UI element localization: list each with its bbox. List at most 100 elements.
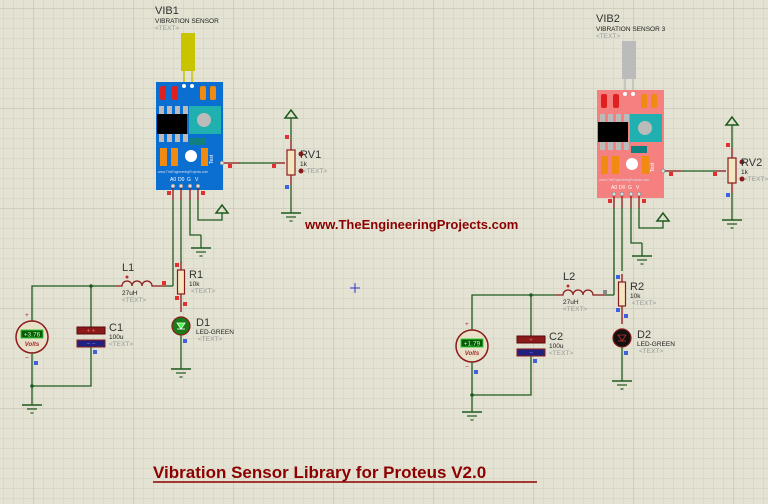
- pin-pad[interactable]: [195, 183, 201, 189]
- resistor-value: 10k: [630, 293, 641, 300]
- ground-icon: [22, 404, 42, 414]
- pin-marker: [726, 143, 730, 147]
- smd-component: [171, 148, 178, 166]
- capacitor-plate-positive[interactable]: [516, 335, 546, 344]
- pin-pad[interactable]: [619, 191, 625, 197]
- pot-handle-up[interactable]: [739, 159, 745, 165]
- ground-icon: [171, 368, 191, 378]
- pot-handle-up[interactable]: [298, 151, 304, 157]
- power-terminal-icon: [724, 115, 740, 126]
- inductor[interactable]: [556, 289, 606, 296]
- ic-pin: [616, 142, 621, 150]
- pin-marker: [616, 275, 620, 279]
- comparator-ic: [598, 122, 628, 142]
- indicator-led: [185, 150, 197, 162]
- cursor-crosshair-icon: [350, 283, 360, 293]
- pin-marker: [272, 164, 276, 168]
- comparator-ic: [157, 114, 187, 134]
- footer-title: Vibration Sensor Library for Proteus V2.…: [153, 463, 486, 482]
- smd-component: [612, 156, 619, 174]
- potentiometer[interactable]: [727, 157, 737, 184]
- voltmeter-minus: −: [465, 364, 469, 371]
- ic-pin: [175, 134, 180, 142]
- led-ref: D2: [637, 329, 651, 341]
- potentiometer[interactable]: [286, 149, 296, 176]
- out-pin[interactable]: [660, 168, 666, 174]
- capacitor-plus: + +: [87, 329, 96, 335]
- ic-pin: [183, 106, 188, 114]
- smd-cap: [631, 146, 647, 153]
- voltmeter-plus: +: [25, 312, 29, 319]
- ic-pin: [167, 134, 172, 142]
- led[interactable]: [612, 328, 632, 348]
- pot-handle-down[interactable]: [739, 176, 745, 182]
- pot-value: 1k: [741, 169, 749, 176]
- resistor[interactable]: [176, 269, 186, 295]
- voltmeter-reading: +3.76: [24, 332, 41, 339]
- resistor[interactable]: [617, 281, 627, 307]
- resistor-ref: R2: [630, 281, 644, 293]
- trimpot-knob: [197, 113, 211, 127]
- ic-pin: [183, 134, 188, 142]
- capacitor-value: 100u: [549, 343, 564, 350]
- pin-pad[interactable]: [628, 191, 634, 197]
- sensor-text: <TEXT>: [596, 33, 620, 40]
- ic-pin: [175, 106, 180, 114]
- sensor-name: VIBRATION SENSOR: [155, 18, 219, 25]
- pin-marker: [183, 339, 187, 343]
- capacitor-minus: − −: [87, 342, 96, 348]
- inductor-value: 27uH: [122, 290, 138, 297]
- pin-pad[interactable]: [170, 183, 176, 189]
- capacitor-text: <TEXT>: [109, 341, 133, 348]
- sensor-name: VIBRATION SENSOR 3: [596, 26, 666, 33]
- pin-pad[interactable]: [178, 183, 184, 189]
- resistor-smd: [200, 86, 206, 100]
- capacitor-minus: −: [529, 351, 533, 357]
- inductor-dot: [566, 284, 570, 288]
- resistor-smd: [210, 86, 216, 100]
- smd-component: [601, 156, 608, 174]
- board-text: www.TheEngineeringProjects.com: [158, 170, 208, 174]
- voltmeter-minus: −: [25, 355, 29, 362]
- pot-handle-down[interactable]: [298, 168, 304, 174]
- voltmeter-display: [460, 338, 484, 348]
- pin-marker: [201, 191, 205, 195]
- pin-marker: [285, 185, 289, 189]
- pin-marker: [603, 290, 607, 294]
- pin-pad[interactable]: [636, 191, 642, 197]
- pin-pad[interactable]: [187, 183, 193, 189]
- smd-component: [201, 148, 208, 166]
- resistor-text: <TEXT>: [191, 288, 215, 295]
- out-pin[interactable]: [219, 160, 225, 166]
- inductor-dot: [125, 275, 129, 279]
- sensor-pad: [631, 92, 635, 96]
- ic-pin: [167, 106, 172, 114]
- led-smd: [160, 86, 166, 100]
- smd-component: [160, 148, 167, 166]
- ic-pin: [608, 114, 613, 122]
- wire: [638, 208, 664, 229]
- diode-icon: [176, 322, 186, 330]
- capacitor-plate-positive[interactable]: [76, 326, 106, 335]
- capacitor-text: <TEXT>: [549, 350, 573, 357]
- pin-label-1: D0: [178, 177, 185, 183]
- smd-cap: [190, 138, 206, 145]
- pin-marker: [669, 172, 673, 176]
- pin-marker: [228, 164, 232, 168]
- sensor-pad: [190, 84, 194, 88]
- led-value: LED-GREEN: [196, 329, 234, 336]
- sensor-ref: VIB2: [596, 13, 620, 25]
- inductor[interactable]: [115, 280, 165, 287]
- capacitor-value: 100u: [109, 334, 124, 341]
- pin-pad[interactable]: [611, 191, 617, 197]
- pin-marker: [183, 302, 187, 306]
- ic-pin: [159, 134, 164, 142]
- pin-marker: [162, 281, 166, 285]
- pin-label-3: V: [195, 177, 199, 183]
